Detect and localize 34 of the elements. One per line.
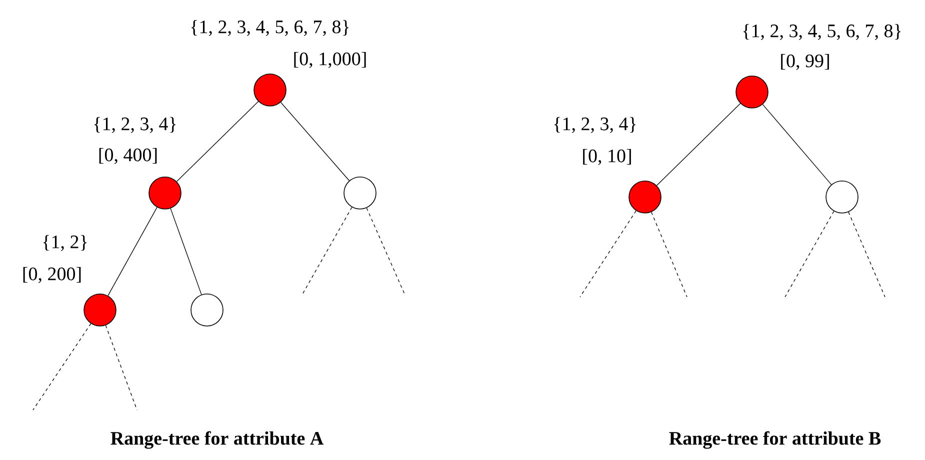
dashed-branch-line (580, 210, 636, 298)
tree-node-circle (148, 176, 182, 210)
dashed-branch-line (32, 323, 92, 410)
tree-node-circle (628, 180, 662, 214)
dashed-branch-line (784, 210, 834, 298)
node-annotation: [0, 99] (781, 54, 829, 70)
node-annotation: [0, 200] (23, 266, 81, 284)
branch-line (656, 103, 741, 186)
tree-node-circle (344, 176, 376, 210)
tree-node-circle (826, 180, 858, 214)
dashed-branch-line (366, 208, 406, 296)
node-annotation: {1, 2, 3, 4} (94, 116, 176, 134)
node-annotation: [0, 10] (583, 148, 631, 166)
branch-line (170, 208, 202, 295)
tree-node-circle (190, 294, 224, 326)
dashed-branch-line (105, 325, 138, 410)
node-annotation: {1, 2, 3, 4} (554, 116, 636, 134)
branch-line (762, 104, 832, 185)
dashed-branch-line (651, 212, 688, 298)
dashed-branch-line (302, 206, 352, 296)
branch-line (176, 101, 259, 182)
tree-node-circle (254, 74, 286, 106)
tree-node-circle (736, 76, 768, 108)
node-annotation: {1, 2, 3, 4, 5, 6, 7, 8} (743, 24, 901, 40)
node-annotation: {1, 2} (43, 234, 87, 252)
branch-line (280, 102, 350, 181)
tree-node-circle (84, 294, 116, 326)
node-annotation: [0, 1,000] (294, 52, 366, 68)
tree-caption: Range-tree for attribute B (669, 431, 881, 449)
branch-line (108, 206, 158, 296)
dashed-branch-line (848, 212, 886, 298)
node-annotation: {1, 2, 3, 4, 5, 6, 7, 8} (191, 20, 349, 36)
tree-caption: Range-tree for attribute A (110, 431, 324, 449)
node-annotation: [0, 400] (99, 148, 157, 164)
